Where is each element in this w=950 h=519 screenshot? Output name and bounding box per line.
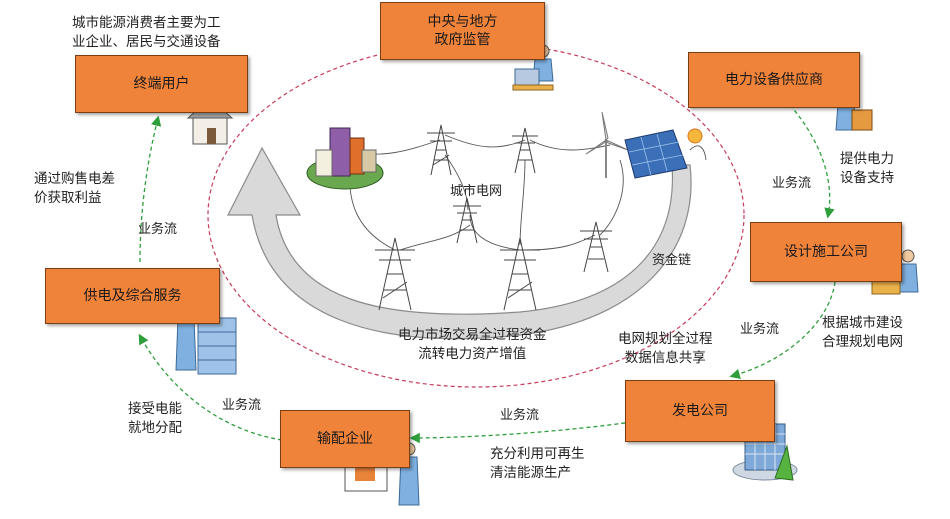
flow-arrow-design-to-gen [729, 281, 836, 379]
transmission-tower-icon [375, 124, 612, 311]
wind-turbine-icon [585, 111, 629, 178]
node-distribution[interactable]: 输配企业 [280, 410, 410, 468]
node-power-generation[interactable]: 发电公司 [625, 380, 775, 442]
node-government[interactable]: 中央与地方 政府监管 [380, 2, 545, 60]
note-planning: 根据城市建设 合理规划电网 [822, 315, 903, 350]
flow-label-right-top: 业务流 [772, 176, 812, 191]
note-accept-power: 接受电能 就地分配 [128, 401, 182, 436]
city-buildings-icon [306, 127, 384, 190]
city-grid-label: 城市电网 [450, 184, 503, 199]
flow-arrow-gen-to-distribution [409, 421, 633, 444]
node-equipment-supplier[interactable]: 电力设备供应商 [688, 52, 860, 108]
person-server-icon [175, 303, 237, 375]
note-renewable: 充分利用可再生 清洁能源生产 [490, 446, 585, 481]
person-laptop-icon [512, 44, 554, 91]
flow-label-left-top: 业务流 [138, 222, 178, 237]
note-end-user-desc: 城市能源消费者主要为工 业企业、居民与交通设备 [72, 15, 221, 50]
note-capital-flow: 电力市场交易全过程资金 流转电力资产增值 [398, 327, 547, 362]
flow-label-bottom: 业务流 [500, 408, 540, 423]
flow-label-left-bottom: 业务流 [222, 398, 262, 413]
node-end-user[interactable]: 终端用户 [75, 55, 248, 113]
solar-panel-icon [624, 128, 703, 179]
outer-cycle-ring [207, 42, 745, 388]
flow-arrow-distribution-to-supply [138, 333, 283, 441]
node-design-construction[interactable]: 设计施工公司 [750, 222, 902, 282]
capital-chain-label: 资金链 [652, 253, 692, 268]
flow-arrow-supply-to-enduser [139, 115, 162, 263]
note-profit: 通过购售电差 价获取利益 [34, 171, 115, 206]
flow-arrow-supplier-to-design [789, 104, 835, 219]
note-supply-support: 提供电力 设备支持 [840, 151, 894, 186]
node-supply-service[interactable]: 供电及综合服务 [45, 268, 220, 324]
note-data-share: 电网规划全过程 数据信息共享 [618, 331, 713, 366]
flow-label-right-mid: 业务流 [740, 322, 780, 337]
capital-chain-arrow [227, 146, 692, 340]
